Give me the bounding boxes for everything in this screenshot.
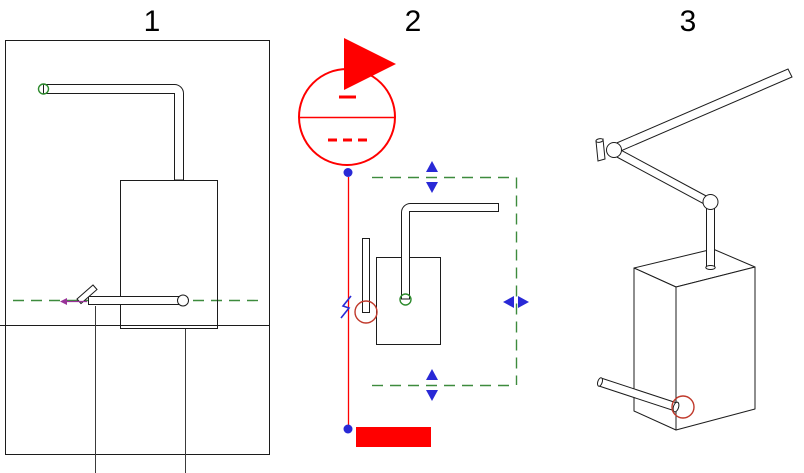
horizontal-pipe-run-far[interactable] — [611, 68, 793, 154]
pipe-elbow-fitting[interactable] — [702, 194, 719, 210]
selection-highlight-icon — [354, 300, 378, 324]
riser-pipe[interactable] — [362, 238, 370, 313]
flip-control-icon-bottom[interactable] — [426, 369, 438, 401]
arrow-up-icon[interactable] — [426, 161, 438, 172]
view-1-label: 1 — [144, 5, 161, 38]
view-1: 1 — [0, 5, 270, 473]
top-pipe-run-side[interactable] — [401, 203, 499, 300]
flip-control-icon-right[interactable] — [503, 296, 529, 308]
view-3: 3 — [595, 5, 793, 431]
view-1-boundary — [5, 40, 270, 455]
arrow-up-icon[interactable] — [426, 369, 438, 380]
pipe-connector-icon[interactable] — [399, 293, 412, 306]
section-tail-bar[interactable] — [356, 427, 431, 447]
pipe-open-end[interactable] — [597, 377, 604, 387]
section-direction-triangle[interactable] — [344, 38, 396, 90]
pipe-connector-icon[interactable] — [37, 83, 50, 95]
horizontal-pipe-run-near[interactable] — [613, 147, 710, 206]
view-2-label: 2 — [405, 5, 422, 38]
view-3-label: 3 — [680, 5, 697, 38]
break-symbol-icon[interactable] — [340, 295, 352, 319]
pipe-open-end[interactable] — [595, 138, 604, 143]
side-pipe-run[interactable] — [88, 296, 184, 305]
endpoint-icon-top[interactable] — [343, 168, 353, 177]
flip-arrow-icon[interactable] — [60, 298, 67, 305]
view-2: 2 — [298, 5, 529, 447]
section-head-icon[interactable] — [298, 38, 396, 166]
endpoint-icon-bottom[interactable] — [343, 424, 353, 434]
arrow-down-icon[interactable] — [426, 390, 438, 401]
equipment-right-face[interactable] — [675, 266, 756, 431]
selection-highlight-icon — [671, 395, 695, 419]
pipe-elbow-end[interactable] — [177, 294, 189, 307]
arrow-down-icon[interactable] — [426, 182, 438, 193]
pipe-connector-end[interactable] — [672, 401, 680, 413]
pipe-joint-ellipse — [705, 265, 716, 270]
top-pipe-run[interactable] — [43, 84, 184, 181]
flip-control-icon-top[interactable] — [426, 161, 438, 193]
arrow-right-icon[interactable] — [518, 296, 529, 308]
pipe-elbow-fitting[interactable] — [606, 142, 622, 158]
vertical-pipe-run[interactable] — [706, 200, 715, 268]
equipment-body-elevation[interactable] — [120, 180, 218, 329]
arrow-left-icon[interactable] — [503, 296, 514, 308]
